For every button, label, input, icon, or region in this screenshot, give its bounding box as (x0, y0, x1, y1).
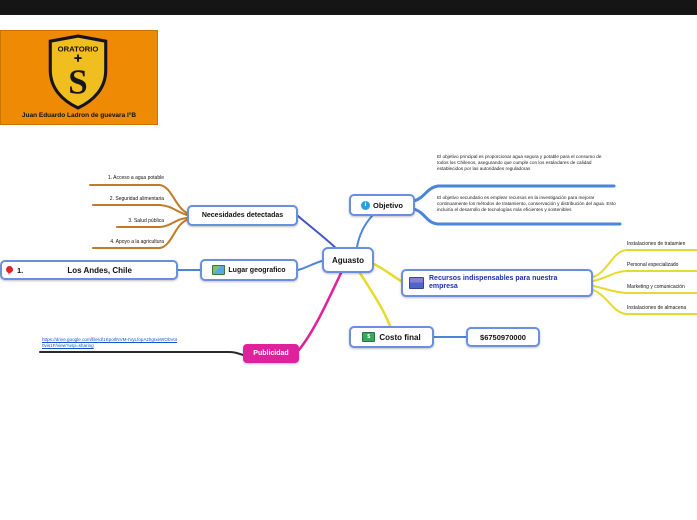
necesidades-item-4[interactable]: 4. Apoyo a la agricultura (110, 239, 164, 245)
recursos-label: Recursos indispensables para nuestra emp… (429, 274, 558, 290)
node-publicidad[interactable]: Publicidad (243, 344, 299, 363)
branch-item-3 (116, 217, 188, 228)
costo-label: Costo final (379, 332, 421, 342)
branch-recurso-4 (592, 289, 697, 315)
objetivo-label: Objetivo (372, 200, 403, 210)
branch-recurso-1 (592, 249, 697, 278)
top-bar (0, 0, 697, 15)
recurso-item-4[interactable]: Instalaciones de almacena (627, 305, 687, 311)
lugar-label: Lugar geografico (228, 266, 286, 274)
location-pin-icon (6, 265, 13, 275)
cross-icon (74, 54, 82, 62)
necesidades-item-2[interactable]: 2. Seguridad alimentaria (109, 196, 164, 202)
shield-emblem: ORATORIO S (48, 34, 108, 110)
branch-paragraph-2 (412, 207, 622, 226)
cityscape-icon (409, 277, 424, 289)
recurso-item-1[interactable]: Instalaciones de tratamien (627, 241, 686, 247)
money-wings-icon: $ (362, 332, 376, 342)
recurso-item-3[interactable]: Marketing y comunicación (627, 284, 685, 290)
publicidad-drive-link[interactable]: https://drive.google.com/file/d/1KporlNV… (42, 337, 178, 348)
objetivo-paragraph-1[interactable]: El objetivo principal es proporcionar ag… (437, 154, 602, 172)
info-icon: i (360, 200, 370, 210)
shield-shape (48, 34, 108, 110)
place-label: Los Andes, Chile (67, 265, 132, 275)
node-costo-final[interactable]: $ Costo final (349, 326, 434, 348)
map-icon (212, 265, 226, 275)
node-objetivo[interactable]: i Objetivo (349, 194, 415, 216)
root-node-aguasto[interactable]: Aguasto (322, 247, 374, 273)
school-logo: ORATORIO S Juan Eduardo Ladron de guevar… (0, 30, 158, 125)
oratorio-text: ORATORIO (58, 44, 99, 53)
branch-item-1 (89, 184, 188, 214)
node-lugar-geografico[interactable]: Lugar geografico (200, 259, 298, 281)
node-recursos-indispensables[interactable]: Recursos indispensables para nuestra emp… (401, 269, 593, 297)
node-necesidades-detectadas[interactable]: Necesidades detectadas (187, 205, 298, 226)
branch-costo (358, 271, 392, 328)
branch-link (39, 351, 244, 356)
costo-value[interactable]: $6750970000 (466, 327, 540, 347)
branch-objetivo (356, 215, 373, 248)
place-number: 1. (17, 265, 24, 275)
branch-publicidad (296, 271, 343, 353)
branch-lugar (297, 260, 323, 271)
objetivo-paragraph-2[interactable]: El objetivo secundario es emplear recurs… (437, 195, 616, 213)
branch-paragraph-1 (412, 184, 616, 203)
branch-recurso-3 (592, 285, 697, 294)
necesidades-item-1[interactable]: 1. Acceso a agua potable (107, 175, 164, 181)
branch-item-4 (92, 219, 188, 249)
branch-item-2 (92, 204, 188, 216)
branch-recurso-2 (592, 270, 697, 282)
emblem-letter: S (68, 63, 87, 102)
necesidades-item-3[interactable]: 3. Salud pública (128, 218, 164, 224)
recurso-item-2[interactable]: Personal especializado (627, 262, 679, 268)
node-los-andes[interactable]: 1. Los Andes, Chile (0, 260, 178, 280)
branch-recursos (372, 262, 403, 283)
logo-caption: Juan Eduardo Ladron de guevara I°B (21, 112, 137, 119)
